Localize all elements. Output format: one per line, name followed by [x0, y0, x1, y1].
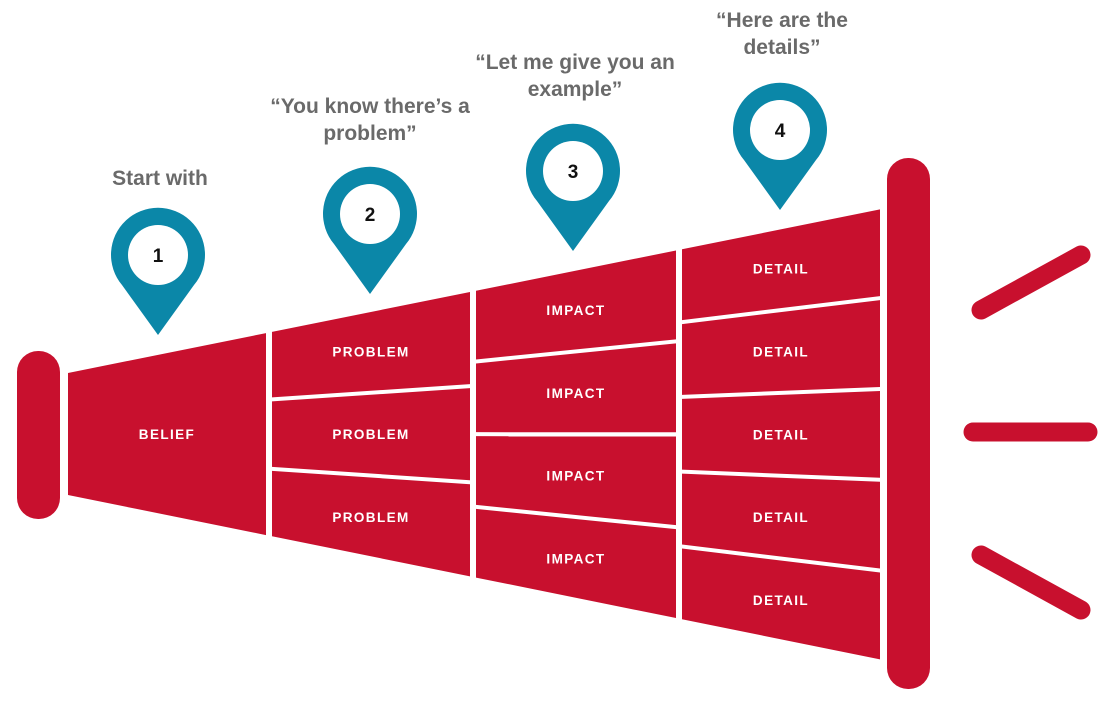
impact-segment [476, 508, 676, 619]
stage-2-caption: “You know there’s a problem” [270, 95, 470, 145]
stage-number: 1 [153, 246, 164, 267]
detail-segment [682, 548, 880, 660]
detail-segment-label: DETAIL [753, 345, 809, 360]
impact-segment [476, 436, 676, 526]
map-pin-inner-circle [128, 225, 188, 285]
stage-4-caption: “Here are the details” [716, 9, 848, 59]
stage-2-segments: PROBLEM PROBLEM PROBLEM [272, 291, 470, 577]
sound-wave-upper-icon [971, 245, 1091, 320]
map-pin-inner-circle [340, 184, 400, 244]
stage-number: 3 [568, 162, 579, 183]
detail-segment [682, 300, 880, 395]
detail-segment [682, 473, 880, 569]
stage-4-segments: DETAIL DETAIL DETAIL DETAIL DETAIL [682, 209, 880, 660]
map-pin-inner-circle [750, 100, 810, 160]
impact-segment-label: IMPACT [546, 303, 605, 318]
sound-wave-lower-icon [971, 545, 1091, 620]
map-pin-icon: 1 [110, 207, 205, 335]
map-pin-icon: 4 [733, 82, 827, 210]
megaphone-bell-rim [887, 158, 930, 689]
megaphone-mouthpiece [17, 351, 60, 519]
belief-segment-label: BELIEF [139, 427, 195, 442]
detail-segment-label: DETAIL [753, 510, 809, 525]
caption-line: “Here are the [716, 9, 848, 32]
stage-1-segments: BELIEF [68, 333, 266, 536]
map-pin-icon: 2 [323, 166, 418, 294]
caption-line: problem” [323, 122, 416, 145]
problem-segment-label: PROBLEM [332, 344, 409, 359]
caption-line: example” [528, 78, 623, 101]
map-pin-inner-circle [543, 141, 603, 201]
caption-line: details” [743, 36, 820, 59]
impact-segment-label: IMPACT [546, 469, 605, 484]
caption-line: “You know there’s a [270, 95, 470, 118]
problem-segment-label: PROBLEM [332, 427, 409, 442]
problem-segment [272, 291, 470, 398]
stage-number: 4 [775, 121, 786, 142]
stage-3-segments: IMPACT IMPACT IMPACT IMPACT [476, 250, 676, 619]
problem-segment [272, 470, 470, 577]
stage-1-caption: Start with [112, 167, 208, 190]
impact-segment-label: IMPACT [546, 551, 605, 566]
map-pin-icon: 3 [525, 123, 620, 251]
stage-3-caption: “Let me give you an example” [475, 51, 675, 101]
caption-line: Start with [112, 167, 208, 190]
impact-segment [476, 343, 676, 433]
stage-number: 2 [365, 205, 376, 226]
belief-segment [68, 333, 266, 536]
detail-segment [682, 209, 880, 321]
detail-segment-label: DETAIL [753, 593, 809, 608]
problem-segment-label: PROBLEM [332, 510, 409, 525]
detail-segment [682, 390, 880, 478]
problem-segment [272, 388, 470, 481]
caption-line: “Let me give you an [475, 51, 675, 74]
impact-segment [476, 250, 676, 360]
detail-segment-label: DETAIL [753, 262, 809, 277]
detail-segment-label: DETAIL [753, 427, 809, 442]
impact-segment-label: IMPACT [546, 386, 605, 401]
